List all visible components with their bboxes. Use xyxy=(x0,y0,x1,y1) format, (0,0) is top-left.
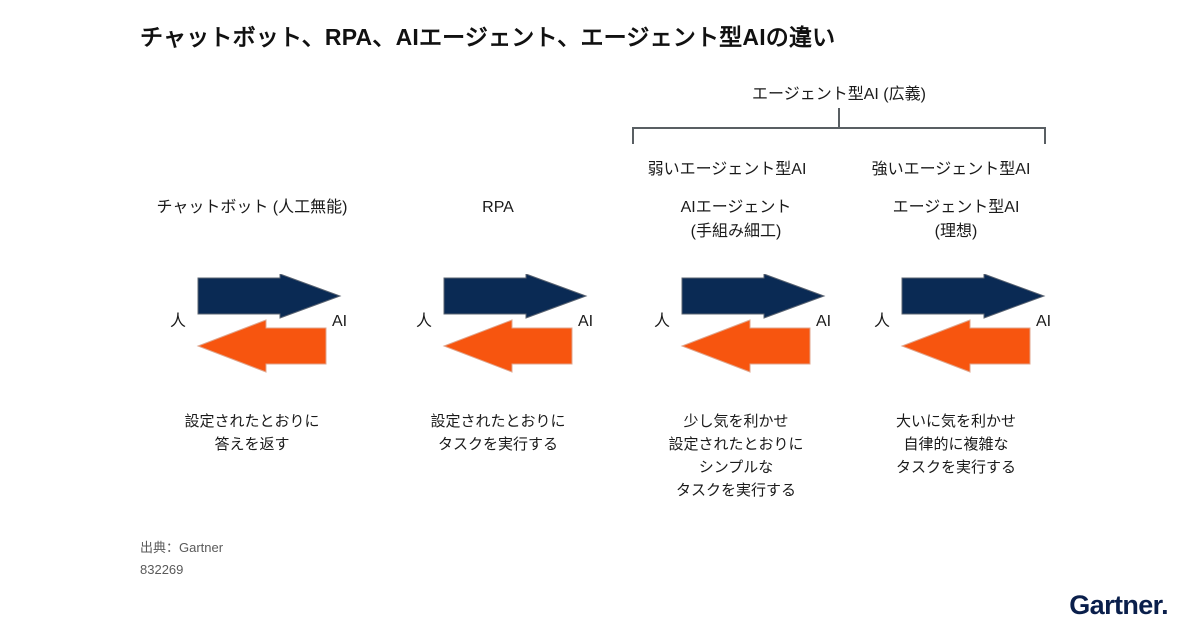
gartner-logo: Gartner. xyxy=(1069,592,1168,619)
subgroup-label-strong: 強いエージェント型AI xyxy=(871,161,1031,178)
column-agentic-ai: エージェント型AI (理想) 人 AI 大いに気を利かせ 自律的に複雑な タスク… xyxy=(840,0,1072,630)
column-header: RPA xyxy=(382,196,614,220)
source-note: 出典：Gartner xyxy=(140,540,224,555)
column-rpa: RPA 人 AI 設定されたとおりに タスクを実行する xyxy=(382,0,614,630)
bracket-stem xyxy=(838,108,840,128)
page-title: チャットボット、RPA、AIエージェント、エージェント型AIの違い xyxy=(140,24,836,50)
description-line: 少し気を利かせ xyxy=(683,413,789,430)
arrow-pair xyxy=(382,274,614,378)
arrow-backward-orange xyxy=(442,319,573,373)
umbrella-bracket xyxy=(632,108,1046,144)
arrow-pair xyxy=(840,274,1072,378)
arrow-pair-svg xyxy=(442,274,588,373)
description-line: タスクを実行する xyxy=(895,459,1016,476)
bracket-horizontal-line xyxy=(632,127,1046,129)
column-description: 少し気を利かせ 設定されたとおりに シンプルな タスクを実行する xyxy=(614,410,858,502)
node-label-human: 人 xyxy=(170,313,187,330)
arrow-backward-orange xyxy=(680,319,811,373)
description-line: 自律的に複雑な xyxy=(903,436,1009,453)
column-description: 大いに気を利かせ 自律的に複雑な タスクを実行する xyxy=(834,410,1078,479)
description-line: 設定されたとおりに xyxy=(668,436,804,453)
column-ai-agent: AIエージェント (手組み細工) 人 AI 少し気を利かせ 設定されたとおりに … xyxy=(620,0,852,630)
description-line: 設定されたとおりに xyxy=(430,413,566,430)
description-line: 答えを返す xyxy=(214,436,290,453)
node-label-human: 人 xyxy=(874,313,891,330)
column-description: 設定されたとおりに 答えを返す xyxy=(130,410,374,456)
column-header: エージェント型AI (理想) xyxy=(840,196,1072,244)
gartner-logo-text: Gartner xyxy=(1069,590,1162,620)
umbrella-label: エージェント型AI (広義) xyxy=(752,86,926,103)
arrow-pair-svg xyxy=(196,274,342,373)
bracket-tick-left xyxy=(632,127,634,144)
column-header-line1: エージェント型AI xyxy=(892,199,1020,216)
node-label-ai: AI xyxy=(1036,313,1052,330)
arrow-pair-svg xyxy=(680,274,826,373)
subgroup-label-weak: 弱いエージェント型AI xyxy=(647,161,807,178)
column-header-line1: AIエージェント xyxy=(680,199,792,216)
node-label-ai: AI xyxy=(578,313,594,330)
column-chatbot: チャットボット (人工無能) 人 AI 設定されたとおりに 答えを返す xyxy=(136,0,368,630)
arrow-backward-orange xyxy=(196,319,327,373)
arrow-backward-orange xyxy=(900,319,1031,373)
arrow-forward-navy xyxy=(901,274,1046,319)
column-description: 設定されたとおりに タスクを実行する xyxy=(376,410,620,456)
description-line: シンプルな xyxy=(698,459,774,476)
column-header: AIエージェント (手組み細工) xyxy=(620,196,852,244)
node-label-ai: AI xyxy=(816,313,832,330)
description-line: 設定されたとおりに xyxy=(184,413,320,430)
node-label-human: 人 xyxy=(416,313,433,330)
arrow-pair-svg xyxy=(900,274,1046,373)
column-header: チャットボット (人工無能) xyxy=(136,196,368,220)
column-header-line1: RPA xyxy=(482,199,514,216)
description-line: 大いに気を利かせ xyxy=(895,413,1016,430)
description-line: タスクを実行する xyxy=(437,436,558,453)
arrow-pair xyxy=(620,274,852,378)
gartner-logo-dot: . xyxy=(1161,590,1168,620)
column-header-line1: チャットボット (人工無能) xyxy=(156,199,348,216)
node-label-human: 人 xyxy=(654,313,671,330)
document-id: 832269 xyxy=(140,562,184,577)
column-header-line2: (手組み細工) xyxy=(690,223,782,240)
arrow-forward-navy xyxy=(443,274,588,319)
arrow-pair xyxy=(136,274,368,378)
arrow-forward-navy xyxy=(681,274,826,319)
arrow-forward-navy xyxy=(197,274,342,319)
description-line: タスクを実行する xyxy=(675,482,796,499)
column-header-line2: (理想) xyxy=(934,223,978,240)
bracket-tick-right xyxy=(1044,127,1046,144)
node-label-ai: AI xyxy=(332,313,348,330)
